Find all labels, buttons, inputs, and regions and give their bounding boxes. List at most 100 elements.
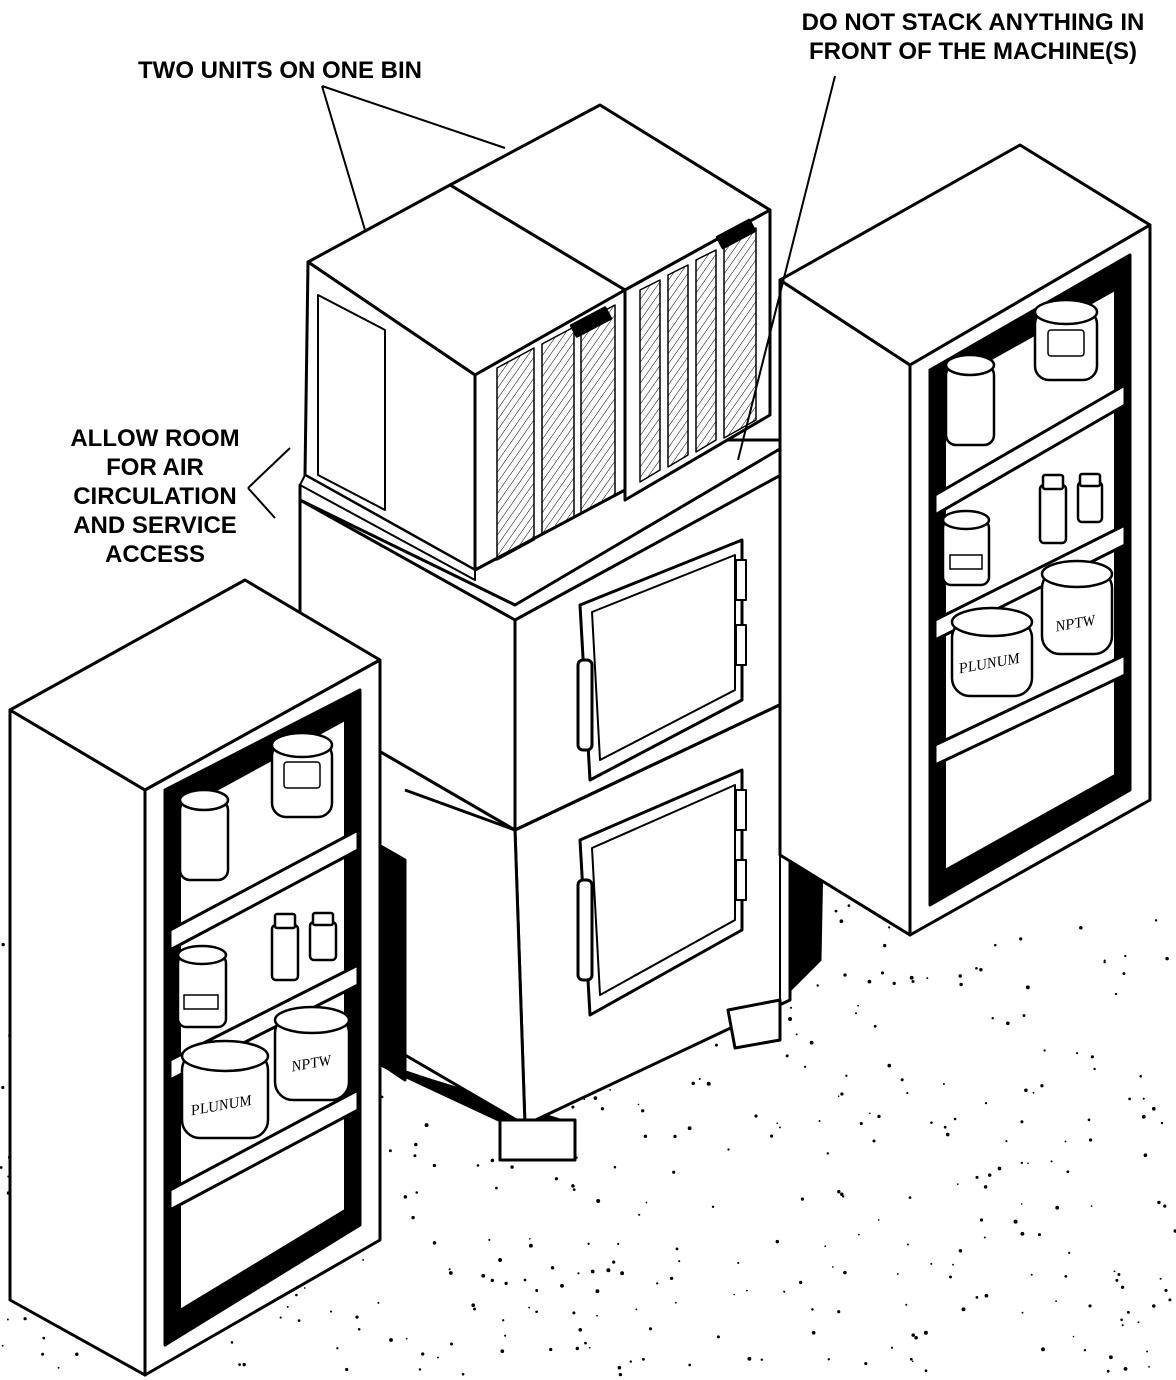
floor-speck — [1021, 1203, 1023, 1205]
floor-speck — [1165, 957, 1169, 961]
floor-speck — [425, 1123, 429, 1127]
floor-speck — [804, 1066, 806, 1068]
callout-text-line: DO NOT STACK ANYTHING IN — [770, 8, 1176, 37]
floor-speck — [848, 904, 851, 907]
floor-speck — [959, 983, 962, 986]
floor-speck — [1137, 1321, 1139, 1323]
floor-speck — [1157, 1201, 1160, 1204]
floor-speck — [860, 1122, 863, 1125]
floor-speck — [911, 1333, 915, 1337]
floor-speck — [596, 1315, 598, 1317]
floor-speck — [560, 1284, 564, 1288]
floor-speck — [868, 980, 872, 984]
floor-speck — [641, 1109, 644, 1112]
floor-speck — [576, 1347, 579, 1350]
floor-speck — [930, 1263, 932, 1265]
floor-speck — [549, 1348, 552, 1351]
floor-speck — [984, 1237, 986, 1239]
floor-speck — [1024, 1089, 1028, 1093]
floor-speck — [946, 1133, 950, 1137]
floor-speck — [413, 1154, 416, 1157]
floor-speck — [488, 1239, 490, 1241]
floor-speck — [796, 1033, 798, 1035]
floor-speck — [462, 1373, 465, 1376]
floor-speck — [656, 1282, 658, 1284]
floor-speck — [707, 1082, 711, 1086]
floor-speck — [783, 1291, 785, 1293]
floor-speck — [2, 943, 5, 946]
jar — [943, 511, 989, 585]
floor-speck — [909, 1196, 912, 1199]
floor-speck — [975, 967, 978, 970]
floor-speck — [1038, 1233, 1041, 1236]
floor-speck — [587, 1243, 589, 1245]
floor-speck — [699, 1078, 701, 1080]
floor-speck — [837, 1310, 840, 1313]
floor-speck — [733, 1294, 735, 1296]
floor-speck — [991, 1017, 993, 1019]
floor-speck — [1122, 1324, 1124, 1326]
floor-speck — [491, 1159, 495, 1163]
jar-plunum: PLUNUM — [952, 608, 1032, 696]
floor-speck — [779, 1126, 781, 1128]
floor-speck — [1022, 1312, 1024, 1314]
floor-speck — [737, 1262, 739, 1264]
floor-speck — [421, 1352, 424, 1355]
floor-speck — [646, 1202, 648, 1204]
floor-speck — [498, 1258, 502, 1262]
floor-speck — [688, 1126, 692, 1130]
floor-speck — [1143, 1098, 1145, 1100]
floor-speck — [495, 1187, 498, 1190]
floor-speck — [449, 1271, 453, 1275]
floor-speck — [1163, 1204, 1166, 1207]
floor-speck — [727, 1148, 729, 1150]
floor-speck — [1044, 1049, 1046, 1051]
floor-speck — [1040, 1084, 1043, 1087]
bottle — [310, 913, 336, 960]
floor-speck — [1021, 1162, 1023, 1164]
floor-speck — [1107, 1370, 1110, 1373]
bottle — [1078, 474, 1102, 522]
floor-speck — [1068, 1252, 1070, 1254]
floor-speck — [1117, 1273, 1120, 1276]
canister — [180, 790, 228, 880]
floor-speck — [1091, 1055, 1094, 1058]
floor-speck — [887, 1064, 891, 1068]
floor-speck — [1164, 1289, 1167, 1292]
floor-speck — [609, 1089, 611, 1091]
floor-speck — [1023, 1014, 1026, 1017]
floor-speck — [606, 1268, 610, 1272]
floor-speck — [891, 1347, 893, 1349]
leader-two-units-right — [322, 86, 505, 148]
callout-text-line: ACCESS — [30, 540, 280, 569]
floor-speck — [827, 1152, 829, 1154]
floor-speck — [571, 1105, 574, 1108]
floor-speck — [243, 1363, 246, 1366]
floor-speck — [433, 1241, 436, 1244]
floor-speck — [406, 1338, 408, 1340]
floor-speck — [1073, 1336, 1075, 1338]
floor-speck — [838, 1095, 840, 1097]
bottle — [272, 914, 298, 980]
floor-speck — [7, 1319, 9, 1321]
floor-speck — [1026, 985, 1030, 989]
floor-speck — [491, 1279, 494, 1282]
floor-speck — [855, 1012, 857, 1014]
callout-text-line: FRONT OF THE MACHINE(S) — [770, 37, 1176, 66]
floor-speck — [1168, 1298, 1171, 1301]
floor-speck — [1103, 961, 1105, 963]
floor-speck — [924, 1331, 928, 1335]
callout-text-line: ALLOW ROOM — [30, 424, 280, 453]
floor-speck — [858, 1234, 860, 1236]
floor-speck — [589, 1347, 591, 1349]
floor-speck — [905, 1304, 907, 1306]
floor-speck — [1084, 1349, 1086, 1351]
floor-speck — [754, 1115, 757, 1118]
floor-speck — [1152, 1304, 1156, 1308]
floor-speck — [1127, 1311, 1130, 1314]
floor-speck — [1146, 1351, 1148, 1353]
floor-speck — [1144, 1153, 1148, 1157]
floor-speck — [1051, 1160, 1053, 1162]
jar — [1035, 300, 1097, 380]
floor-speck — [979, 968, 982, 971]
